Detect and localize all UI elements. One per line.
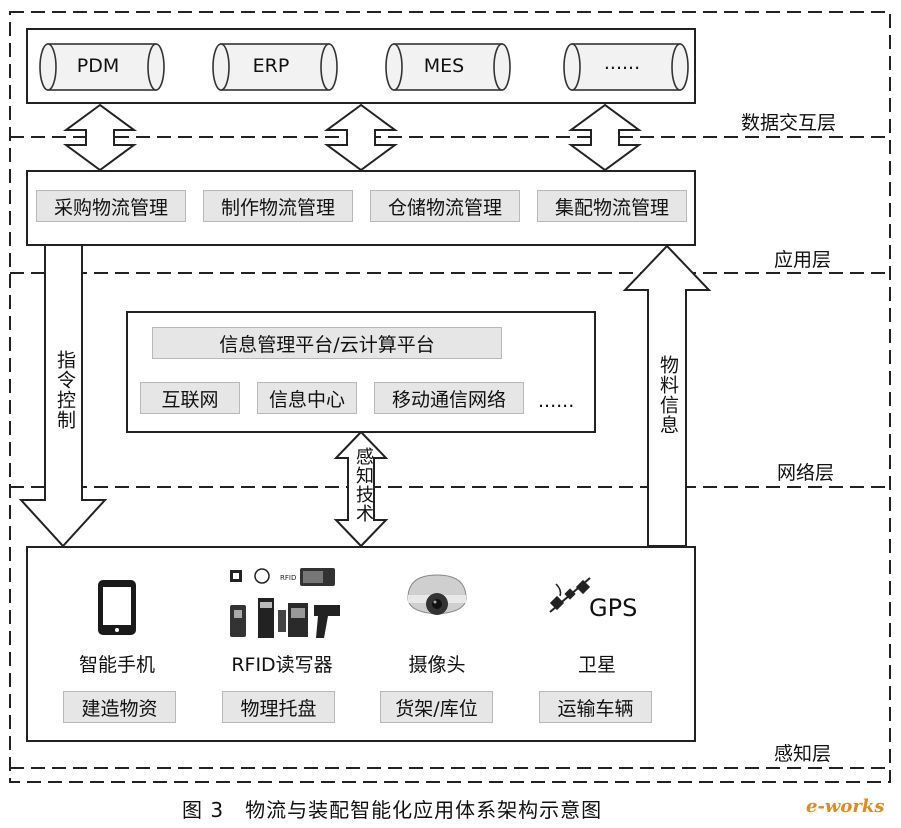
- figure-caption: 图 3 物流与装配智能化应用体系架构示意图: [182, 798, 603, 822]
- layer-label-perception: 感知层: [774, 743, 832, 765]
- label-sensing-tech: 感知技术: [353, 447, 374, 523]
- gps-label: GPS: [589, 594, 638, 622]
- watermark-logo: e-works: [806, 796, 885, 817]
- module-manufacturing: 制作物流管理: [203, 190, 353, 222]
- material-info-arrow: [622, 244, 712, 547]
- device-name-camera: 摄像头: [408, 654, 466, 676]
- network-mobile: 移动通信网络: [374, 382, 524, 414]
- system-label-erp: ERP: [252, 55, 290, 77]
- module-warehousing: 仓储物流管理: [370, 190, 520, 222]
- layer-label-network: 网络层: [777, 462, 835, 484]
- device-tag-materials: 建造物资: [63, 691, 176, 723]
- system-label-more: ......: [603, 52, 641, 74]
- module-procurement: 采购物流管理: [36, 190, 186, 222]
- outer-dashed-frame: [9, 11, 891, 783]
- label-material-info: 物料信息: [657, 355, 679, 435]
- network-ellipsis: ......: [538, 390, 575, 412]
- layer-label-data-exchange: 数据交互层: [741, 112, 837, 134]
- system-label-mes: MES: [423, 55, 465, 77]
- device-tag-pallet: 物理托盘: [222, 691, 335, 723]
- network-platform: 信息管理平台/云计算平台: [152, 327, 502, 359]
- device-name-rfid: RFID读写器: [231, 654, 333, 676]
- layer-label-application: 应用层: [774, 249, 832, 271]
- network-info-center: 信息中心: [257, 382, 357, 414]
- label-command-control: 指令控制: [54, 350, 76, 430]
- device-tag-vehicle: 运输车辆: [539, 691, 652, 723]
- device-name-satellite: 卫星: [577, 654, 616, 676]
- system-label-pdm: PDM: [76, 55, 120, 77]
- command-control-arrow: [18, 244, 108, 548]
- device-name-smartphone: 智能手机: [78, 654, 155, 676]
- network-internet: 互联网: [140, 382, 240, 414]
- module-distribution: 集配物流管理: [537, 190, 687, 222]
- device-tag-shelf: 货架/库位: [380, 691, 493, 723]
